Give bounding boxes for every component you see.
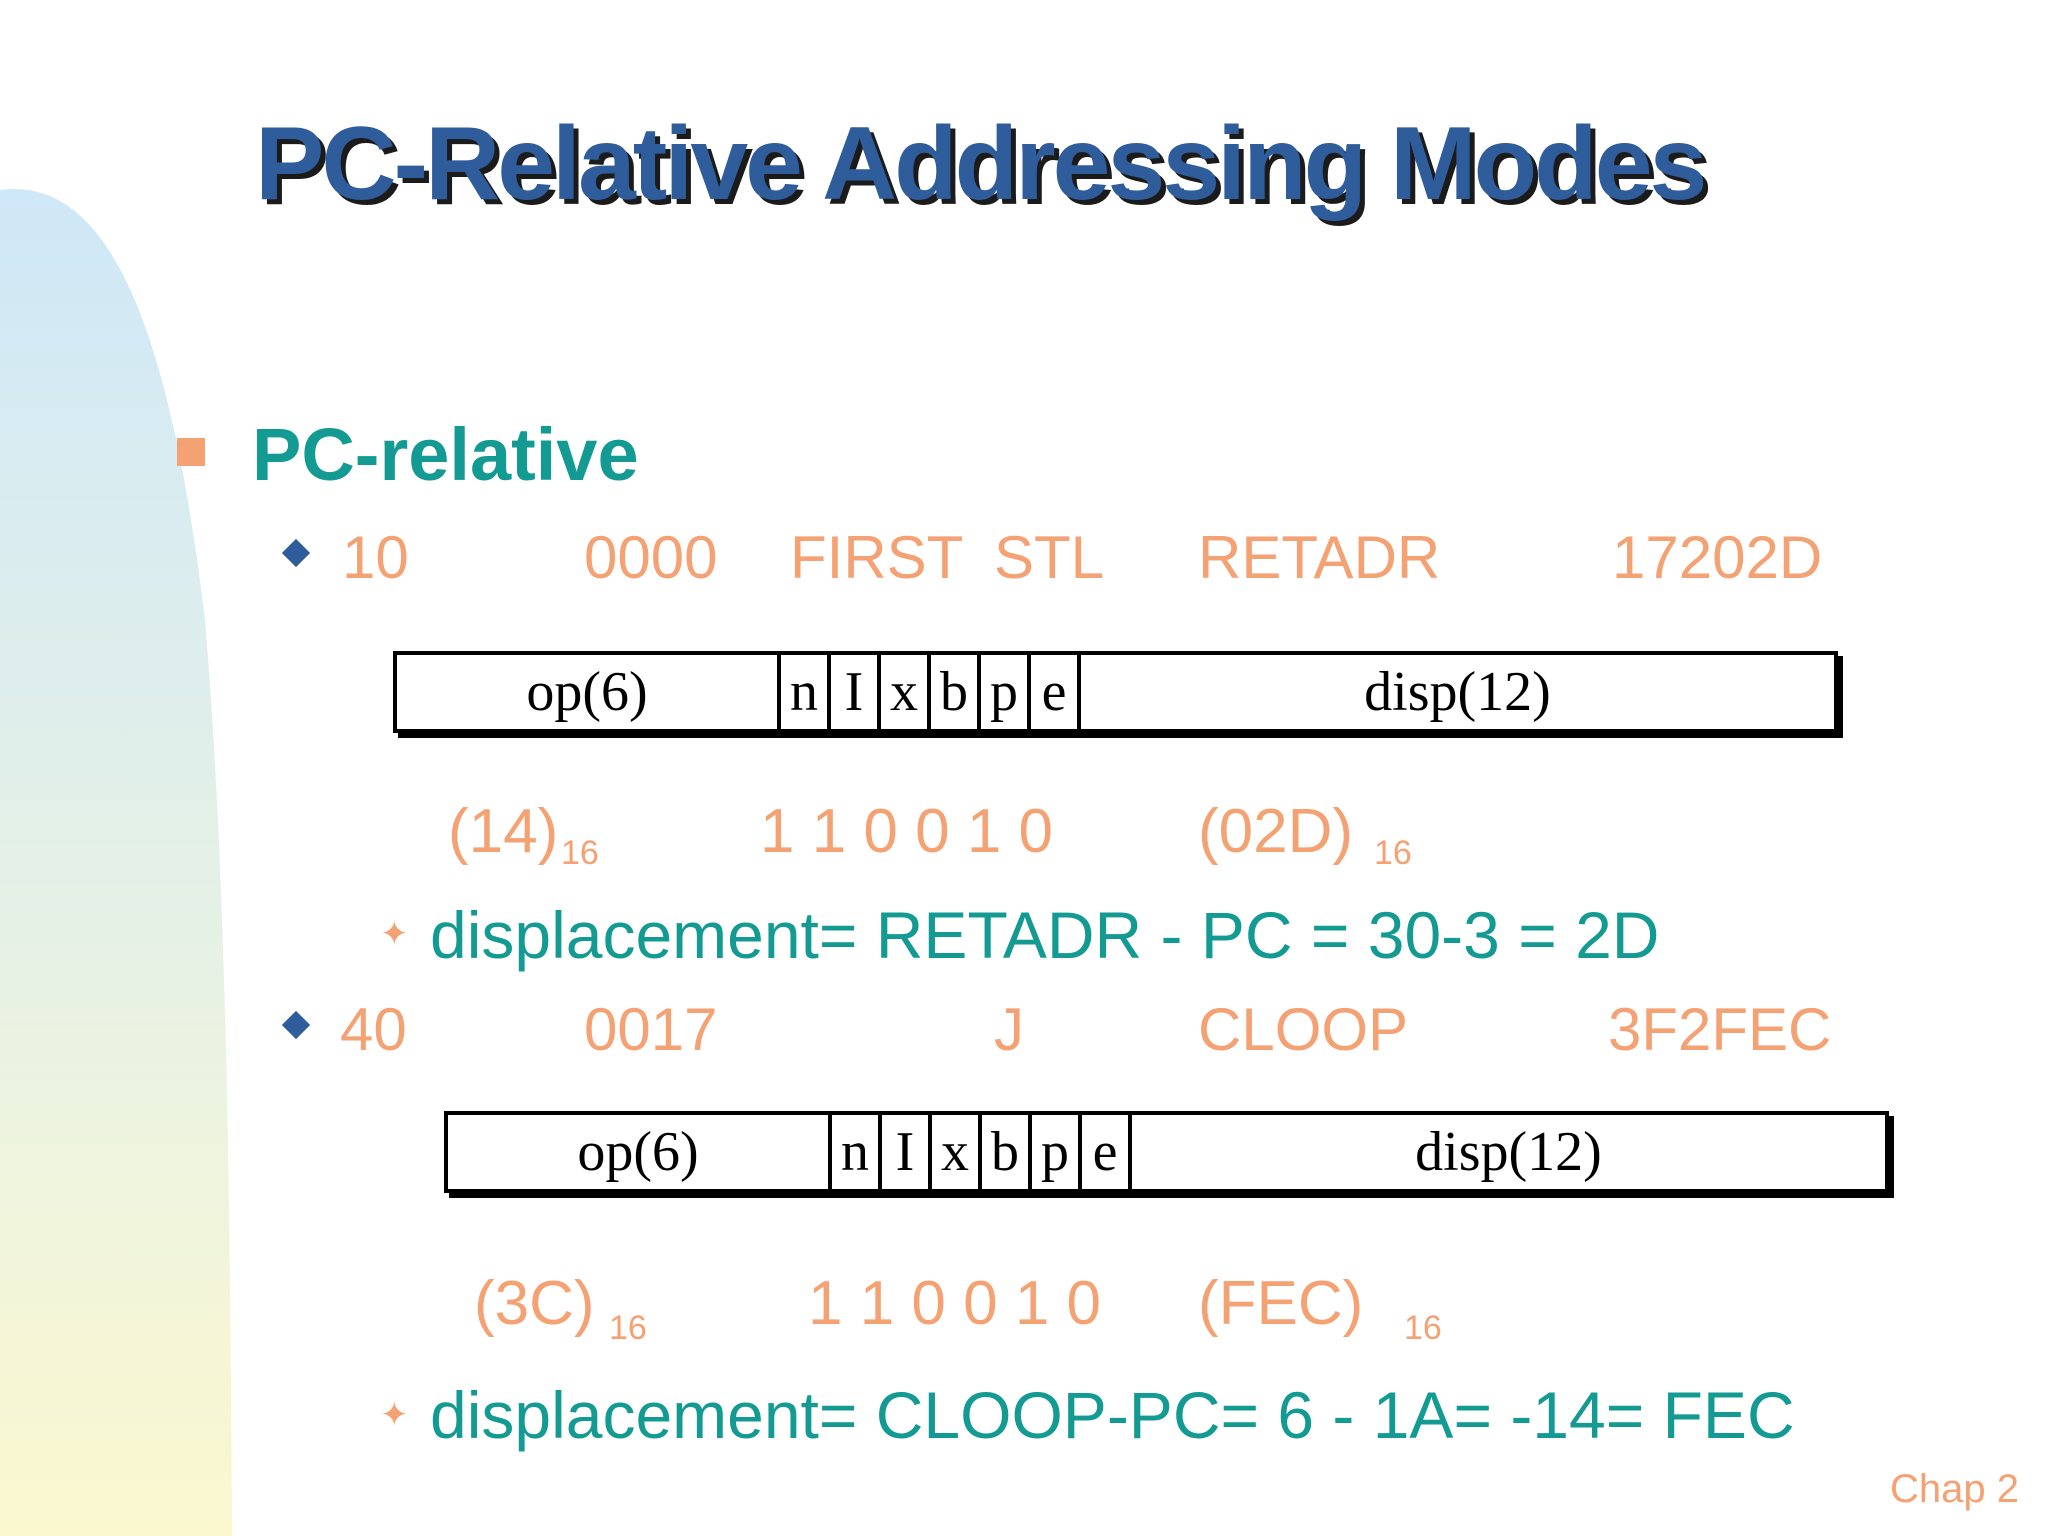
format-flag-i: I [831, 655, 881, 729]
format-flag-b: b [931, 655, 981, 729]
ex2-op-value: (3C) [474, 1269, 595, 1338]
ex1-op: STL [994, 524, 1105, 591]
ex1-loc: 0000 [584, 524, 718, 591]
ex2-objcode: 3F2FEC [1608, 996, 1832, 1063]
format-disp-field: disp(12) [1364, 661, 1551, 723]
sub-bullet-icon: ✦ [380, 915, 409, 953]
format-flag-p: p [981, 655, 1031, 729]
chapter-footer: Chap 2 [1890, 1467, 2019, 1511]
ex1-operand: RETADR [1198, 524, 1441, 591]
sub-bullet-icon: ✦ [380, 1396, 409, 1434]
ex1-instruction-format: op(6) n I x b p e disp(12) [393, 651, 1838, 733]
ex2-operand: CLOOP [1198, 996, 1409, 1063]
section-heading: PC-relative [252, 413, 639, 496]
format-flag-p: p [1032, 1115, 1082, 1189]
ex2-disp-base: 16 [1404, 1309, 1442, 1347]
format-disp-field: disp(12) [1415, 1121, 1602, 1183]
format-flag-b: b [982, 1115, 1032, 1189]
ex1-line: 10 [342, 524, 409, 591]
ex1-disp-base: 16 [1374, 834, 1412, 872]
format-flag-x: x [881, 655, 931, 729]
ex2-flag-values: 1 1 0 0 1 0 [808, 1269, 1102, 1338]
ex2-disp-value: (FEC) [1198, 1269, 1364, 1338]
ex2-op-base: 16 [609, 1309, 647, 1347]
ex1-displacement-note: displacement= RETADR - PC = 30-3 = 2D [430, 898, 1660, 972]
ex2-instruction-format: op(6) n I x b p e disp(12) [444, 1111, 1889, 1193]
format-flag-n: n [832, 1115, 882, 1189]
format-flag-n: n [781, 655, 831, 729]
square-bullet-icon [177, 438, 205, 466]
ex1-flag-values: 1 1 0 0 1 0 [760, 797, 1054, 866]
ex1-label: FIRST [790, 524, 964, 591]
ex2-loc: 0017 [584, 996, 718, 1063]
format-flag-e: e [1082, 1115, 1132, 1189]
diamond-bullet-icon [281, 538, 311, 568]
format-flag-i: I [882, 1115, 932, 1189]
ex1-objcode: 17202D [1612, 524, 1823, 591]
ex1-disp-value: (02D) [1198, 797, 1354, 866]
format-flag-x: x [932, 1115, 982, 1189]
format-flag-e: e [1031, 655, 1081, 729]
ex2-line: 40 [340, 996, 407, 1063]
slide-title: PC-Relative Addressing Modes [255, 106, 1707, 222]
format-op-field: op(6) [397, 655, 781, 729]
ex1-op-base: 16 [561, 834, 599, 872]
format-op-field: op(6) [448, 1115, 832, 1189]
ex2-op: J [994, 996, 1024, 1063]
ex2-displacement-note: displacement= CLOOP-PC= 6 - 1A= -14= FEC [430, 1378, 1795, 1452]
ex1-op-value: (14) [448, 797, 559, 866]
diamond-bullet-icon [281, 1010, 311, 1040]
slide-background-decoration [0, 189, 232, 1536]
